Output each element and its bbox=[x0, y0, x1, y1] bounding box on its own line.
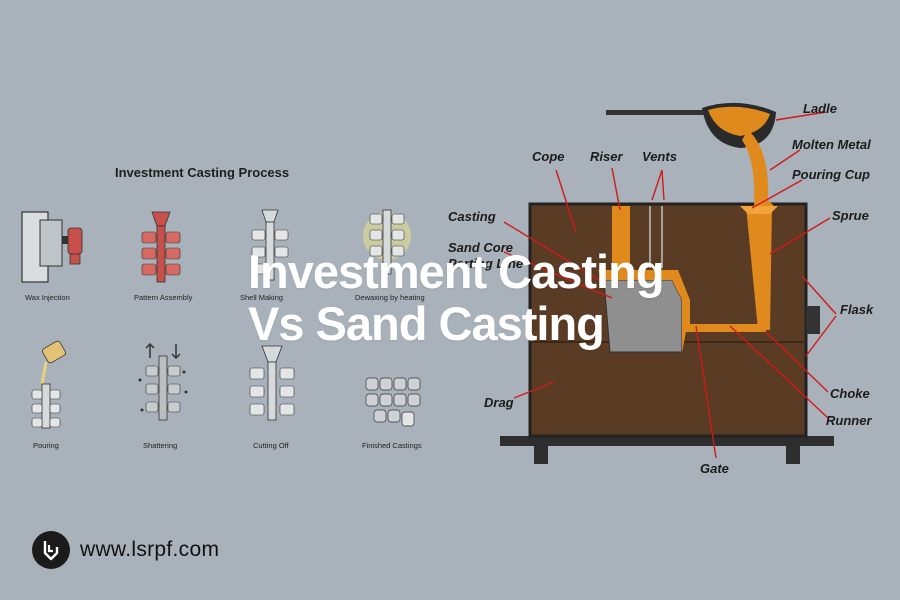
flask-clamp bbox=[806, 306, 820, 334]
step-caption: Wax Injection bbox=[25, 293, 70, 302]
label-molten-metal: Molten Metal bbox=[792, 137, 871, 152]
label-drag: Drag bbox=[484, 395, 514, 410]
casting-cavity bbox=[598, 270, 766, 352]
label-flask: Flask bbox=[840, 302, 874, 317]
label-ladle: Ladle bbox=[803, 101, 837, 116]
ladle-handle bbox=[606, 110, 716, 115]
label-sprue: Sprue bbox=[832, 208, 869, 223]
shattering-illustration bbox=[138, 342, 188, 421]
label-vents: Vents bbox=[642, 149, 677, 164]
label-casting: Casting bbox=[448, 209, 496, 224]
website-url[interactable]: www.lsrpf.com bbox=[80, 538, 220, 561]
riser bbox=[612, 206, 630, 272]
cutting-off-illustration bbox=[249, 345, 295, 421]
label-choke: Choke bbox=[830, 386, 870, 401]
title-line-1: Investment Casting bbox=[248, 245, 665, 298]
pattern-assembly-illustration bbox=[141, 211, 181, 283]
process-title: Investment Casting Process bbox=[115, 165, 289, 180]
label-riser: Riser bbox=[590, 149, 623, 164]
label-runner: Runner bbox=[826, 413, 872, 428]
mold-base bbox=[500, 436, 834, 446]
molten-metal-stream bbox=[742, 130, 774, 206]
title-line-2: Vs Sand Casting bbox=[248, 297, 605, 350]
label-arrows bbox=[503, 111, 837, 459]
step-caption: Dewaxing by heating bbox=[355, 293, 425, 302]
step-caption: Pattern Assembly bbox=[134, 293, 193, 302]
investment-casting-process-diagram: Investment Casting Process Wax Injection… bbox=[21, 165, 425, 450]
step-caption: Shattering bbox=[143, 441, 177, 450]
lsrpf-logo-icon bbox=[32, 531, 70, 569]
label-parting-line: Parting Line bbox=[448, 256, 523, 271]
wax-injection-illustration bbox=[21, 211, 83, 283]
sprue bbox=[746, 206, 772, 330]
pouring-cup bbox=[740, 206, 778, 214]
step-caption: Finished Castings bbox=[362, 441, 422, 450]
label-pouring-cup: Pouring Cup bbox=[792, 167, 870, 182]
label-gate: Gate bbox=[700, 461, 729, 476]
finished-castings-illustration bbox=[365, 377, 421, 427]
banner-title: Investment Casting Vs Sand Casting bbox=[248, 245, 665, 350]
pouring-illustration bbox=[31, 340, 66, 429]
label-sand-core: Sand Core bbox=[448, 240, 513, 255]
label-cope: Cope bbox=[532, 149, 565, 164]
step-caption: Pouring bbox=[33, 441, 59, 450]
dewaxing-illustration bbox=[363, 209, 411, 275]
step-caption: Cutting Off bbox=[253, 441, 290, 450]
sand-casting-mold-diagram: Ladle Molten Metal Pouring Cup Sprue Fla… bbox=[448, 101, 874, 476]
shell-making-illustration bbox=[251, 209, 289, 281]
step-caption: Shell Making bbox=[240, 293, 283, 302]
brand[interactable]: www.lsrpf.com bbox=[32, 530, 219, 570]
